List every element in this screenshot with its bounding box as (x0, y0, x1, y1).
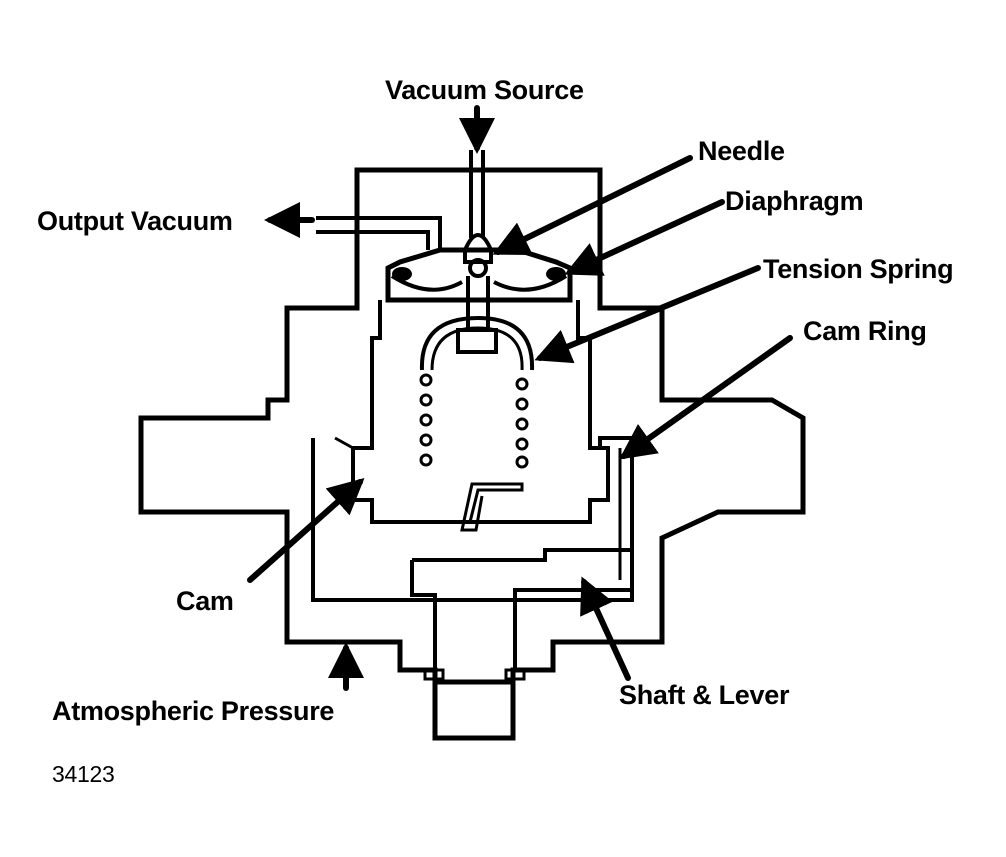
diaphragm-leader (564, 199, 725, 276)
cam-leader (247, 478, 365, 583)
needle-ball (468, 258, 488, 278)
tension-spring-leader (534, 265, 761, 364)
vacuum-source-tube (469, 150, 485, 238)
outlet-shaft (432, 682, 516, 741)
outer-housing (138, 167, 806, 685)
diaphragm-housing (385, 247, 573, 303)
cam-ring-inner (334, 436, 622, 580)
diaphragm-clip-left (392, 267, 412, 281)
diaphragm-label: Diaphragm (725, 186, 863, 216)
output-vacuum-label: Output Vacuum (37, 206, 233, 236)
tension-spring-arc (419, 315, 535, 371)
shaft-lever-leader (580, 576, 631, 681)
tension-spring-coils (419, 373, 529, 469)
cam-follower (460, 482, 524, 532)
inner-body (351, 300, 610, 524)
output-port (316, 216, 442, 250)
needle-stem (466, 276, 490, 332)
shaft-lever-label: Shaft & Lever (619, 680, 790, 710)
needle-body (463, 233, 493, 264)
vacuum-source-label: Vacuum Source (385, 75, 584, 105)
needle-base (456, 328, 498, 354)
needle-label: Needle (698, 136, 785, 166)
tension-spring-label: Tension Spring (763, 254, 953, 284)
diaphragm (390, 274, 568, 292)
shaft-lever (410, 548, 634, 670)
cam-ring-leader (619, 335, 793, 460)
cam-ring (311, 436, 634, 602)
cam-label: Cam (176, 586, 234, 616)
figure-number: 34123 (52, 761, 114, 787)
tension-spring-arc-inner (430, 326, 524, 371)
cam-ring-label: Cam Ring (803, 316, 927, 346)
diaphragm-clip-right (546, 267, 566, 281)
atmospheric-pressure-label: Atmospheric Pressure (52, 696, 334, 726)
needle-leader (492, 155, 693, 255)
